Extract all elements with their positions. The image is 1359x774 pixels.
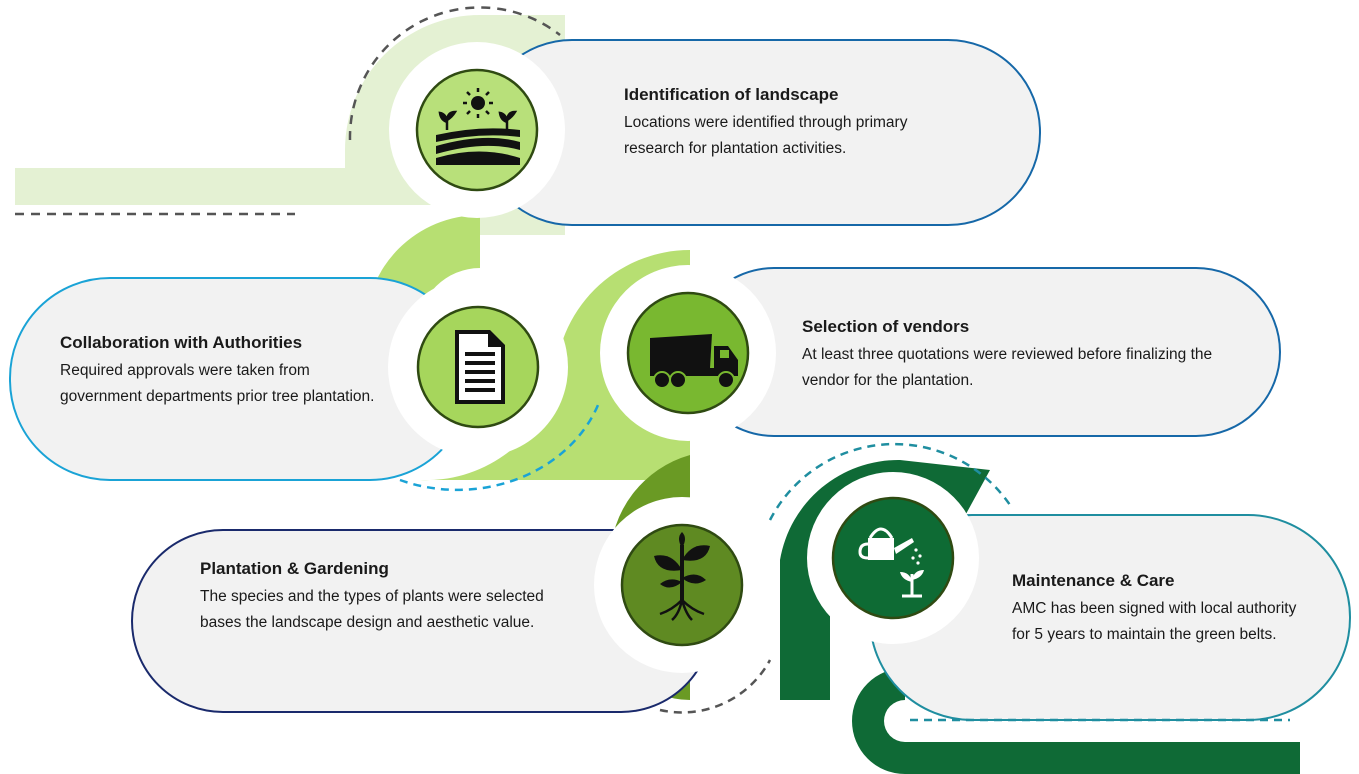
step-description: At least three quotations were reviewed … [802,346,1213,389]
step-description: Required approvals were taken from gover… [60,362,375,405]
dashed-accent-5 [768,442,1012,521]
dashed-accent-4 [659,659,772,714]
sprouting-plant-icon [594,497,770,673]
step-4-text: Plantation & Gardening The species and t… [200,558,560,636]
step-title: Selection of vendors [802,317,970,336]
dashed-accent-1 [348,6,561,141]
step-description: Locations were identified through primar… [624,114,908,157]
step-5-text: Maintenance & Care AMC has been signed w… [1012,570,1312,648]
step-2-text: Collaboration with Authorities Required … [60,332,380,410]
step-title: Plantation & Gardening [200,559,389,578]
step-3-text: Selection of vendors At least three quot… [802,316,1222,394]
step-title: Collaboration with Authorities [60,333,303,352]
path-band-6 [852,668,1300,774]
step-description: The species and the types of plants were… [200,588,544,631]
step-title: Maintenance & Care [1012,571,1175,590]
watering-can-icon [807,472,979,644]
dump-truck-icon [600,265,776,441]
step-1-text: Identification of landscape Locations we… [624,84,954,162]
step-title: Identification of landscape [624,85,839,104]
step-description: AMC has been signed with local authority… [1012,600,1297,643]
landscape-icon [389,42,565,218]
document-icon [388,277,568,457]
dashed-accent-3 [399,399,602,492]
